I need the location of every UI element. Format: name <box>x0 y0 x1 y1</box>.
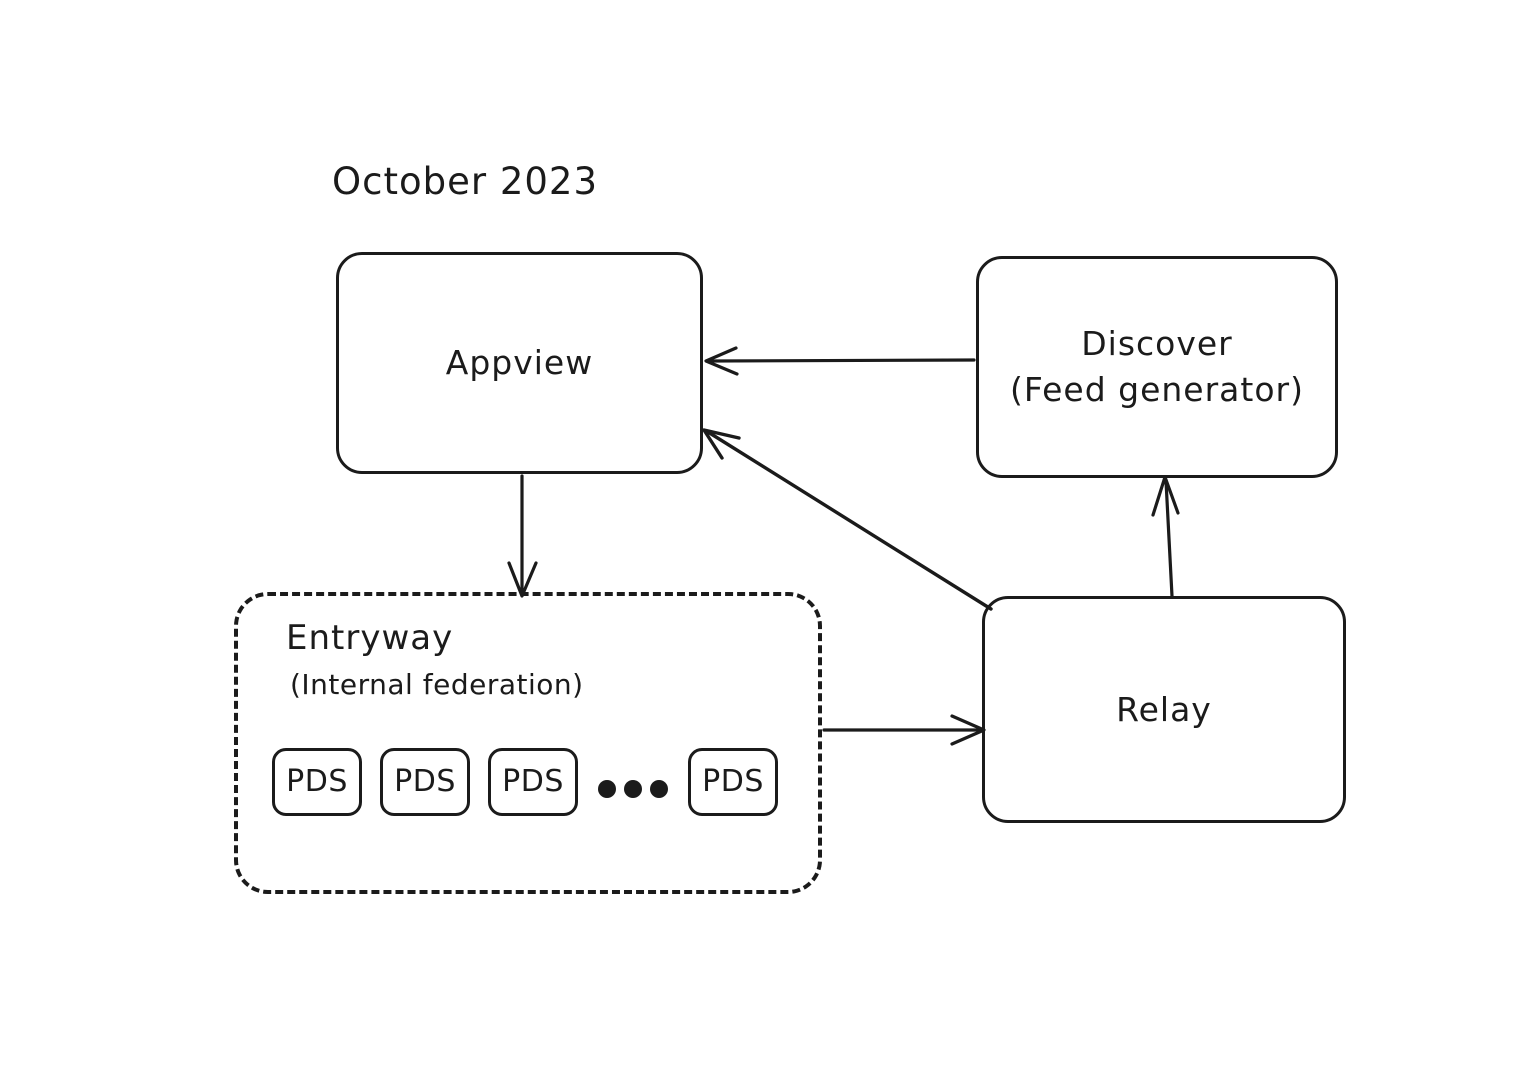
node-pds-2-label: PDS <box>394 764 456 799</box>
node-relay-label: Relay <box>1116 689 1212 729</box>
edge-appview-to-entryway-arrow <box>507 474 538 598</box>
edge-relay-to-discover-arrow <box>1151 475 1180 598</box>
node-relay[interactable]: Relay <box>982 596 1346 823</box>
edge-discover-to-appview-arrow <box>704 346 976 376</box>
node-entryway-group[interactable]: Entryway (Internal federation) PDS PDS P… <box>234 592 822 894</box>
node-entryway-subtitle: (Internal federation) <box>290 668 584 701</box>
node-pds-3[interactable]: PDS <box>488 748 578 816</box>
ellipsis-dot-1 <box>598 780 616 798</box>
ellipsis-dot-3 <box>650 780 668 798</box>
diagram-title: October 2023 <box>332 160 598 203</box>
node-entryway-title: Entryway <box>286 618 454 658</box>
node-discover-label-line2: (Feed generator) <box>1010 370 1304 409</box>
node-pds-4-label: PDS <box>702 764 764 799</box>
node-pds-1[interactable]: PDS <box>272 748 362 816</box>
node-pds-2[interactable]: PDS <box>380 748 470 816</box>
node-pds-3-label: PDS <box>502 764 564 799</box>
edge-entryway-to-relay-arrow <box>822 714 986 746</box>
node-pds-4[interactable]: PDS <box>688 748 778 816</box>
node-appview-label: Appview <box>445 343 594 382</box>
edge-relay-to-appview-arrow <box>702 428 993 611</box>
node-pds-1-label: PDS <box>286 764 348 799</box>
ellipsis-icon <box>598 780 668 798</box>
node-discover-label-line1: Discover <box>1081 324 1233 363</box>
ellipsis-dot-2 <box>624 780 642 798</box>
node-discover[interactable]: Discover (Feed generator) <box>976 256 1338 478</box>
node-appview[interactable]: Appview <box>336 252 703 474</box>
pds-row: PDS PDS PDS PDS <box>272 748 796 816</box>
